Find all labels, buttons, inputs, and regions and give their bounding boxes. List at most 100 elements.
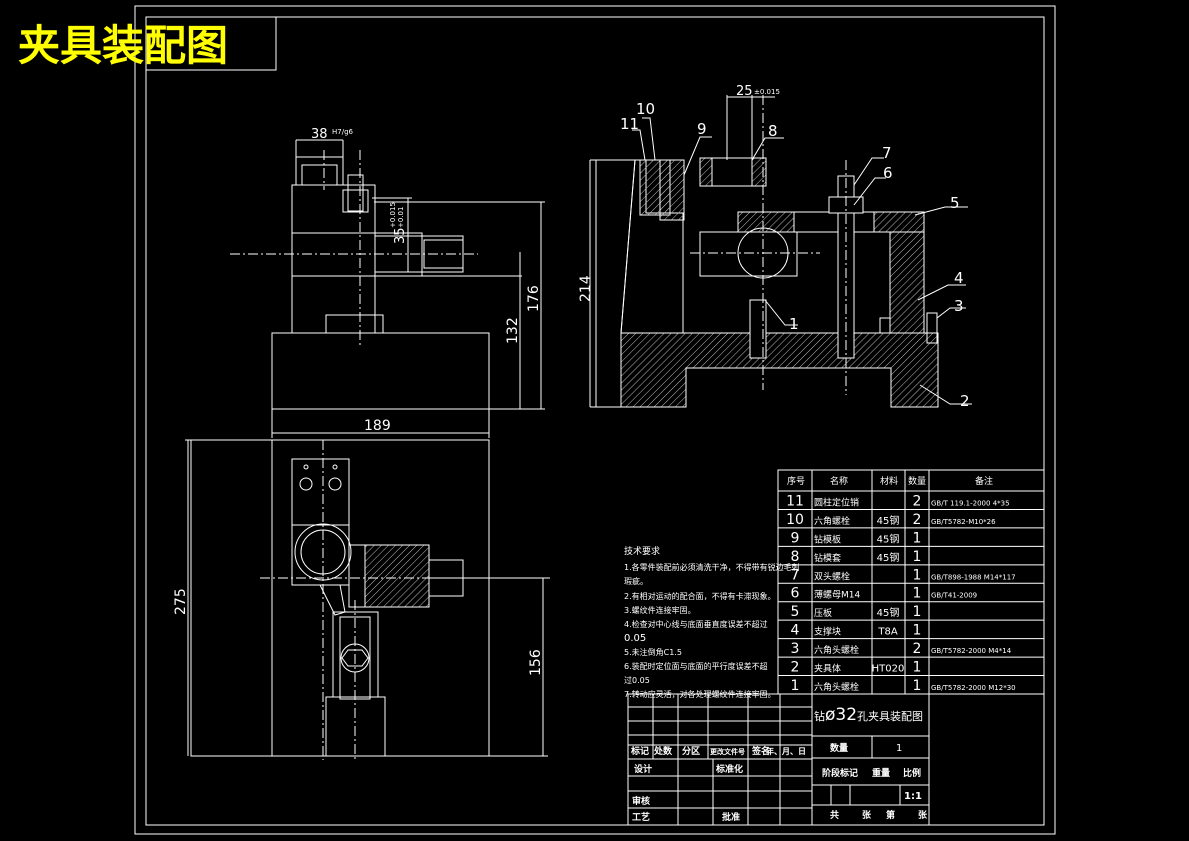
bom-cell-no: 10: [786, 512, 804, 528]
bom-cell-no: 5: [791, 604, 800, 620]
side-view: [230, 139, 545, 438]
bom-cell-qty: 1: [913, 678, 922, 694]
dim-156: 156: [528, 649, 544, 676]
balloon-8: 8: [768, 122, 778, 140]
drawing-name-suffix: 孔夹具装配图: [857, 710, 923, 723]
bom-cell-material: 45钢: [877, 514, 900, 527]
bom-cell-name: 钻模套: [814, 552, 841, 564]
dim-189: 189: [364, 418, 391, 434]
drawing-frame: [134, 5, 1056, 835]
bom-cell-no: 3: [791, 641, 800, 657]
bom-cell-name: 钻模板: [814, 533, 841, 545]
drawing-name-main: ø32: [825, 705, 857, 725]
bom-cell-name: 六角头螺栓: [814, 681, 859, 693]
bom-cell-qty: 1: [913, 567, 922, 583]
bom-cell-note: GB/T41-2009: [931, 592, 977, 600]
bom-cell-name: 薄螺母M14: [814, 589, 860, 601]
tech-requirements: 技术要求 1.各零件装配前必须清洗干净，不得带有锐边毛刺 瑕疵。 2.有相对运动…: [624, 545, 800, 699]
bom-cell-name: 夹具体: [814, 663, 841, 675]
process-label: 工艺: [632, 811, 650, 823]
balloon-7: 7: [882, 144, 892, 162]
bom-cell-qty: 2: [913, 641, 922, 657]
weight-label: 重量: [872, 767, 890, 779]
bom-cell-qty: 1: [913, 586, 922, 602]
balloon-3: 3: [954, 297, 964, 315]
balloon-9: 9: [697, 120, 707, 138]
bom-cell-qty: 1: [913, 549, 922, 565]
bom-cell-qty: 1: [913, 604, 922, 620]
tech-line: 1.各零件装配前必须清洗干净，不得带有锐边毛刺: [624, 562, 800, 572]
tech-line: 2.有相对运动的配合面，不得有卡滞现象。: [624, 591, 776, 601]
change-zone: 分区: [682, 745, 700, 757]
scale-value: 1:1: [904, 791, 922, 802]
dim-38: 38: [311, 127, 328, 142]
bom-cell-qty: 2: [913, 512, 922, 528]
bom-cell-no: 7: [791, 567, 800, 583]
design-label: 设计: [634, 763, 652, 775]
balloon-4: 4: [954, 269, 964, 287]
balloon-1: 1: [789, 315, 799, 333]
bom-cell-material: 45钢: [877, 532, 900, 545]
dim-35: 35: [393, 227, 408, 244]
balloon-5: 5: [950, 194, 960, 212]
tech-line: 5.未注倒角C1.5: [624, 647, 682, 657]
bom-cell-note: GB/T898-1988 M14*117: [931, 573, 1016, 581]
bom-cell-no: 6: [791, 586, 800, 602]
bom-cell-qty: 2: [913, 493, 922, 509]
bom-cell-no: 1: [791, 678, 800, 694]
tech-heading: 技术要求: [624, 545, 660, 557]
approve-label: 批准: [722, 811, 740, 823]
dim-214: 214: [578, 275, 594, 302]
tech-line: 6.装配时定位面与底面的平行度误差不超: [624, 661, 768, 671]
bom-header-note: 备注: [975, 475, 993, 487]
dim-25-tol: ±0.015: [754, 88, 780, 96]
dim-25: 25: [736, 84, 753, 99]
bom-header-name: 名称: [830, 475, 848, 487]
drawing-name: 钻ø32孔夹具装配图: [814, 705, 923, 725]
bom-cell-name: 六角头螺栓: [814, 644, 859, 656]
bom-header-qty: 数量: [908, 475, 926, 487]
bom-cell-name: 六角螺栓: [814, 515, 850, 527]
stage-label: 阶段标记: [822, 767, 858, 779]
standardize-label: 标准化: [715, 763, 743, 775]
balloon-10: 10: [636, 100, 655, 118]
sheet-unit2: 张: [918, 809, 928, 821]
bom-cell-name: 支撑块: [814, 626, 841, 638]
bom-cell-qty: 1: [913, 623, 922, 639]
bom-cell-qty: 1: [913, 530, 922, 546]
scale-label: 比例: [903, 767, 921, 779]
sheet-total: 共: [830, 809, 839, 821]
bom-header-material: 材料: [880, 475, 898, 487]
bom-header: 序号 名称 材料 数量 备注: [787, 475, 993, 487]
bom-cell-no: 4: [791, 623, 800, 639]
change-mark: 标记: [630, 745, 649, 757]
bom-header-no: 序号: [787, 475, 805, 487]
bom-cell-no: 9: [791, 530, 800, 546]
qty-label: 数量: [830, 742, 848, 754]
dim-176: 176: [526, 285, 542, 312]
title-block-lines: [627, 693, 1045, 826]
dim-35-tol-lower: +0.01: [397, 207, 405, 228]
drawing-name-prefix: 钻: [814, 709, 825, 723]
change-sign: 签名: [751, 745, 770, 757]
dim-35-tol-upper: +0.015: [389, 202, 397, 228]
bom-cell-material: T8A: [877, 627, 897, 638]
tech-line: 瑕疵。: [624, 576, 648, 586]
sheet-no: 第: [886, 809, 895, 821]
dim-132: 132: [505, 317, 521, 344]
bom-cell-qty: 1: [913, 660, 922, 676]
bom-cell-material: 45钢: [877, 551, 900, 564]
title-block: 钻ø32孔夹具装配图 数量 1 标记 处数 分区 更改文件号 签名 年、月、日 …: [630, 705, 928, 823]
bom-cell-material: HT020: [872, 664, 905, 675]
tech-line: 过0.05: [624, 675, 650, 685]
bom-cell-no: 11: [786, 493, 804, 509]
sheet-unit1: 张: [862, 809, 872, 821]
bom-cell-material: 45钢: [877, 606, 900, 619]
dim-38-fit: H7/g6: [332, 128, 354, 136]
top-view: [185, 439, 550, 760]
bom-cell-name: 圆柱定位销: [814, 496, 859, 508]
review-label: 审核: [632, 795, 650, 807]
page-title: 夹具装配图: [18, 21, 228, 70]
